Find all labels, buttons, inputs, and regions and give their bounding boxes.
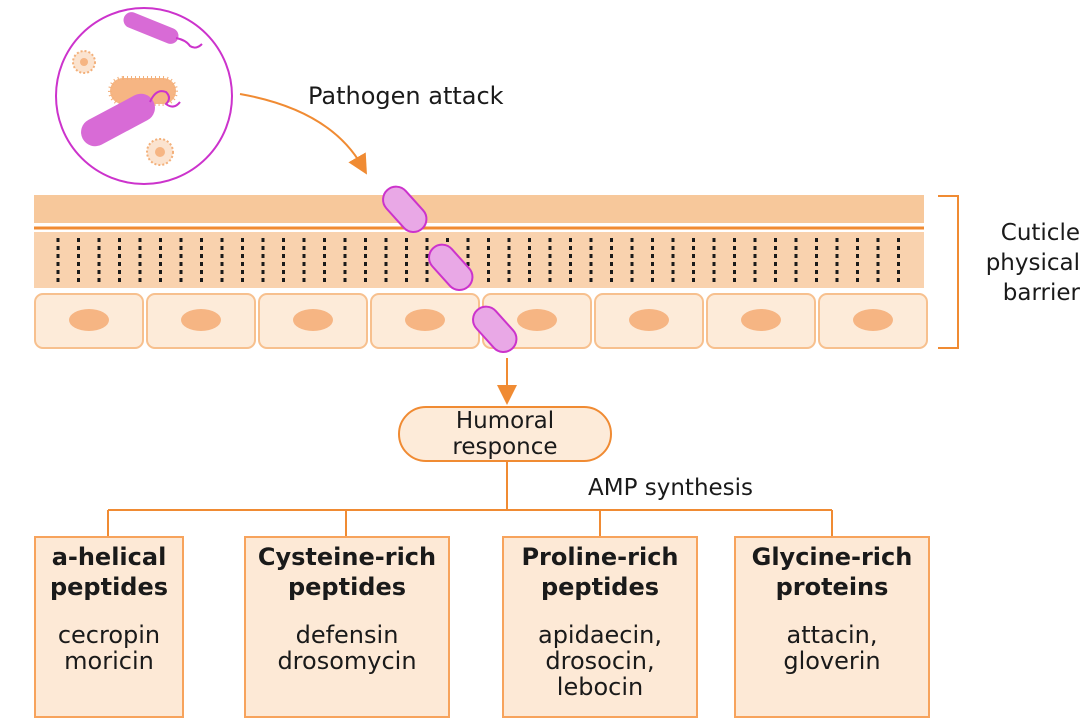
cuticle-pore-layer bbox=[34, 232, 924, 288]
category-box-cysteine-rich: Cysteine-rich peptides defensin drosomyc… bbox=[244, 536, 450, 718]
humoral-label-line: responce bbox=[452, 434, 558, 460]
category-item: attacin, bbox=[786, 621, 878, 649]
category-title: a-helical bbox=[51, 543, 167, 571]
category-title: Glycine-rich bbox=[751, 543, 913, 571]
category-box-glycine-rich: Glycine-rich proteins attacin, gloverin bbox=[734, 536, 930, 718]
cell-nucleus bbox=[69, 309, 109, 331]
virus-particle-icon bbox=[146, 138, 174, 166]
cell-nucleus bbox=[181, 309, 221, 331]
category-title: peptides bbox=[49, 573, 169, 601]
bacterium-icon bbox=[472, 305, 518, 353]
category-title: peptides bbox=[540, 573, 660, 601]
amp-tree-connectors bbox=[107, 462, 833, 536]
category-item: drosocin, bbox=[545, 647, 655, 675]
pathogen-circle bbox=[55, 7, 233, 185]
bacterium-icon bbox=[382, 185, 428, 233]
category-item: apidaecin, bbox=[537, 621, 663, 649]
humoral-label-line: Humoral bbox=[455, 408, 555, 434]
cell-nucleus bbox=[405, 309, 445, 331]
category-title: Proline-rich bbox=[521, 543, 679, 571]
penetrating-bacteria bbox=[382, 185, 518, 353]
pathogen-arrow bbox=[239, 93, 367, 175]
category-title: Cysteine-rich bbox=[257, 543, 437, 571]
humoral-response-node: Humoral responce bbox=[398, 406, 612, 462]
pathogen-attack-label: Pathogen attack bbox=[308, 82, 504, 110]
category-item: defensin bbox=[295, 621, 399, 649]
bacterium-icon bbox=[81, 90, 181, 147]
bacterium-icon bbox=[428, 243, 474, 291]
cuticle-label-line: physical bbox=[985, 250, 1080, 276]
bacterium-icon bbox=[123, 12, 203, 49]
epithelial-cell-layer bbox=[34, 293, 928, 349]
category-item: lebocin bbox=[556, 673, 644, 701]
category-title: peptides bbox=[287, 573, 407, 601]
cell-nucleus bbox=[629, 309, 669, 331]
amp-synthesis-label: AMP synthesis bbox=[588, 475, 754, 501]
cell-nucleus bbox=[293, 309, 333, 331]
category-item: gloverin bbox=[783, 647, 881, 675]
cuticle-top-layer bbox=[34, 195, 924, 223]
cuticle-label: Cuticle physical barrier bbox=[960, 218, 1080, 308]
category-item: drosomycin bbox=[277, 647, 417, 675]
category-box-proline-rich: Proline-rich peptides apidaecin, drosoci… bbox=[502, 536, 698, 718]
cell-nucleus bbox=[517, 309, 557, 331]
category-item: moricin bbox=[64, 647, 154, 675]
cell-nucleus bbox=[853, 309, 893, 331]
category-item: cecropin bbox=[57, 621, 161, 649]
category-box-alpha-helical: a-helical peptides cecropin moricin bbox=[34, 536, 184, 718]
cuticle-label-line: barrier bbox=[1002, 280, 1080, 306]
cuticle-bracket bbox=[938, 195, 959, 349]
virus-particle-icon bbox=[72, 50, 96, 74]
cuticle-label-line: Cuticle bbox=[1000, 220, 1080, 246]
category-title: proteins bbox=[775, 573, 889, 601]
cell-nucleus bbox=[741, 309, 781, 331]
